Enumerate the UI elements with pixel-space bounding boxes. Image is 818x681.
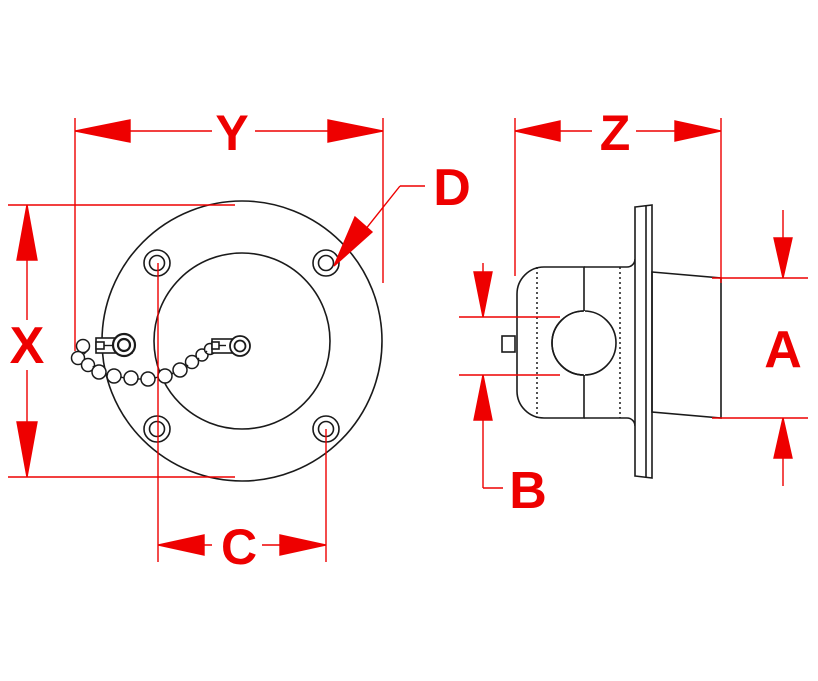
dimension-c-arrow-right bbox=[279, 534, 327, 556]
dimension-y: Y bbox=[74, 105, 384, 351]
dimension-x-arrow-bottom bbox=[16, 421, 38, 478]
dimension-a: A bbox=[712, 210, 808, 486]
chain-right-tab bbox=[211, 335, 251, 357]
dimension-a-label: A bbox=[764, 321, 802, 379]
flange-plate-profile bbox=[634, 204, 653, 479]
dimension-z-arrow-right bbox=[674, 120, 722, 142]
side-view: Z A bbox=[459, 105, 808, 520]
dimension-c: C bbox=[157, 263, 327, 575]
dimension-z-arrow-left bbox=[514, 120, 561, 142]
dimension-x-label: X bbox=[10, 317, 45, 375]
dimension-b-arrow-bottom bbox=[473, 374, 493, 421]
dimension-b-label: B bbox=[509, 462, 547, 520]
dimension-c-label: C bbox=[221, 519, 257, 575]
dimension-x: X bbox=[8, 204, 235, 478]
cap-outer-circle bbox=[153, 252, 331, 430]
front-view-dimensions: Y X bbox=[8, 105, 471, 575]
dimension-d: D bbox=[333, 159, 471, 267]
dimension-d-arrowhead bbox=[333, 215, 374, 267]
cap-handle-left-arc bbox=[551, 310, 585, 376]
dimension-y-arrow-right bbox=[327, 119, 384, 143]
bolt-hole-top-left bbox=[143, 249, 171, 277]
dimension-b-arrow-top bbox=[473, 271, 493, 318]
dimension-z: Z bbox=[514, 105, 722, 283]
dimension-x-arrow-top bbox=[16, 204, 38, 261]
cap-body-profile bbox=[516, 266, 585, 419]
chain-beads bbox=[70, 338, 217, 387]
dimension-b: B bbox=[459, 263, 560, 520]
front-view: Y X bbox=[8, 105, 471, 575]
dimension-c-arrow-left bbox=[157, 534, 205, 556]
bolt-hole-bottom-left bbox=[143, 415, 171, 443]
bolt-hole-top-right bbox=[312, 249, 340, 277]
dimension-y-arrow-left bbox=[74, 119, 131, 143]
dimension-a-arrow-top bbox=[773, 237, 793, 279]
dimension-z-label: Z bbox=[600, 105, 631, 161]
cap-latch-tab bbox=[501, 335, 516, 353]
dimension-d-label: D bbox=[433, 159, 471, 217]
side-view-dimensions: Z A bbox=[459, 105, 808, 520]
retaining-chain bbox=[70, 332, 251, 387]
dimension-a-arrow-bottom bbox=[773, 417, 793, 459]
dimension-y-label: Y bbox=[215, 105, 248, 161]
chain-left-tab bbox=[95, 332, 137, 358]
